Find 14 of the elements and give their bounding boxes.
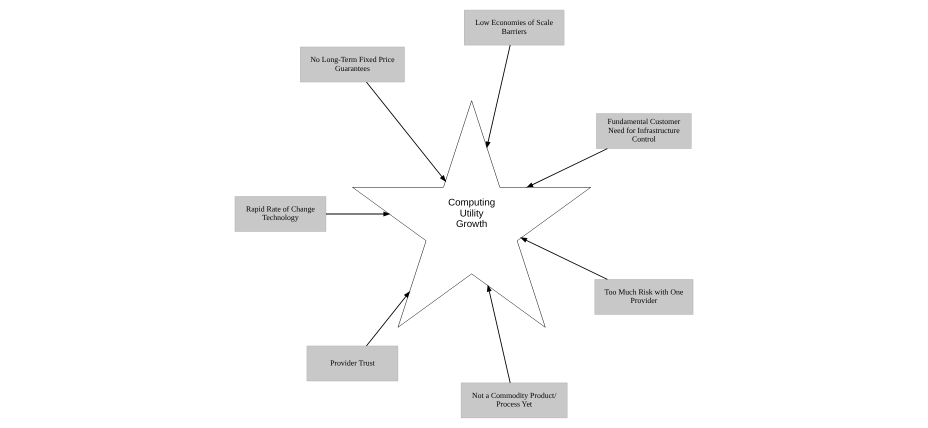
arrow — [486, 284, 511, 384]
node-box: No Long-Term Fixed Price Guarantees — [300, 46, 405, 82]
node-box: Fundamental Customer Need for Infrastructure Control — [596, 113, 692, 149]
arrow — [366, 82, 446, 182]
arrow — [520, 237, 608, 280]
node-box: Too Much Risk with One Provider — [594, 279, 694, 315]
node-box: Low Economies of Scale Barriers — [464, 10, 564, 46]
arrow — [526, 148, 608, 188]
node-box: Provider Trust — [306, 346, 398, 382]
arrow — [366, 290, 410, 346]
node-box: Not a Commodity Product/ Process Yet — [460, 382, 568, 418]
arrow — [326, 212, 391, 216]
arrow — [486, 44, 511, 149]
node-box: Rapid Rate of Change Technology — [234, 196, 326, 232]
